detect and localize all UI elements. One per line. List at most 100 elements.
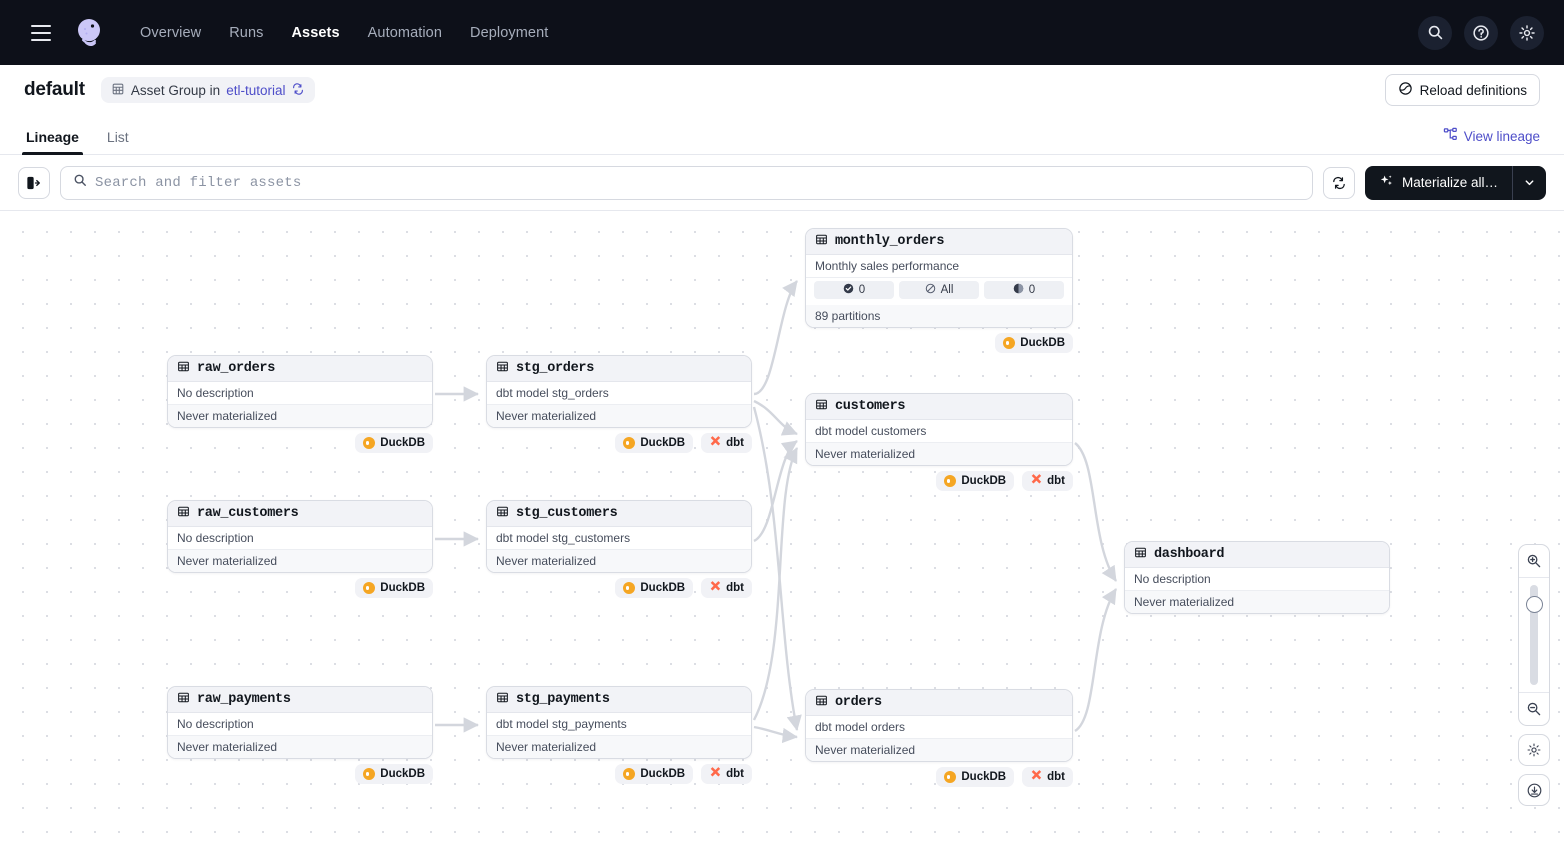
- zoom-controls: [1518, 544, 1550, 806]
- tag-duckdb[interactable]: DuckDB: [615, 578, 694, 598]
- asset-node-box[interactable]: raw_payments No description Never materi…: [167, 686, 433, 759]
- asset-group-badge[interactable]: Asset Group in etl-tutorial: [100, 77, 316, 103]
- tag-dbt-label: dbt: [1047, 771, 1065, 783]
- asset-node-box[interactable]: stg_orders dbt model stg_orders Never ma…: [486, 355, 752, 428]
- help-icon[interactable]: [1464, 15, 1498, 50]
- zoom-slider-handle[interactable]: [1525, 596, 1543, 613]
- tag-duckdb[interactable]: DuckDB: [936, 767, 1015, 787]
- refresh-icon[interactable]: [291, 82, 305, 99]
- zoom-out-icon[interactable]: [1519, 693, 1549, 725]
- nav-link-overview[interactable]: Overview: [140, 24, 202, 41]
- tag-duckdb-label: DuckDB: [640, 768, 686, 780]
- table-icon: [815, 233, 828, 251]
- asset-node-stg-orders[interactable]: stg_orders dbt model stg_orders Never ma…: [486, 355, 752, 453]
- lineage-graph-canvas[interactable]: monthly_orders Monthly sales performance…: [0, 211, 1564, 836]
- search-icon[interactable]: [1418, 15, 1452, 50]
- asset-node-customers[interactable]: customers dbt model customers Never mate…: [805, 393, 1073, 491]
- partition-failed[interactable]: 0: [984, 281, 1064, 299]
- tag-duckdb[interactable]: DuckDB: [355, 433, 433, 453]
- asset-node-monthly-orders[interactable]: monthly_orders Monthly sales performance…: [805, 228, 1073, 353]
- download-graph-icon[interactable]: [1518, 774, 1550, 806]
- asset-node-description: dbt model stg_customers: [487, 527, 751, 550]
- materialize-all-label: Materialize all…: [1401, 175, 1498, 190]
- materialize-all-label-wrap[interactable]: Materialize all…: [1365, 166, 1512, 200]
- tag-dbt[interactable]: dbt: [1022, 767, 1073, 787]
- reload-icon: [1398, 81, 1413, 99]
- dbt-icon: [709, 580, 721, 596]
- hamburger-icon[interactable]: [24, 16, 58, 50]
- asset-node-box[interactable]: raw_orders No description Never material…: [167, 355, 433, 428]
- asset-node-status: Never materialized: [487, 550, 751, 572]
- graph-settings-gear-icon[interactable]: [1518, 734, 1550, 766]
- tag-dbt[interactable]: dbt: [701, 433, 752, 453]
- table-icon: [496, 360, 509, 378]
- asset-node-tags: DuckDB: [167, 764, 433, 784]
- tag-duckdb[interactable]: DuckDB: [355, 764, 433, 784]
- nav-link-deployment[interactable]: Deployment: [470, 24, 549, 41]
- search-input[interactable]: [95, 174, 1300, 191]
- nav-link-runs[interactable]: Runs: [229, 24, 264, 41]
- asset-node-box[interactable]: orders dbt model orders Never materializ…: [805, 689, 1073, 762]
- asset-node-title: orders: [835, 695, 882, 710]
- asset-node-stg-payments[interactable]: stg_payments dbt model stg_payments Neve…: [486, 686, 752, 784]
- partition-missing[interactable]: All: [899, 281, 979, 299]
- asset-node-title: monthly_orders: [835, 234, 945, 249]
- asset-node-raw-payments[interactable]: raw_payments No description Never materi…: [167, 686, 433, 784]
- chevron-down-icon[interactable]: [1513, 166, 1546, 200]
- tag-dbt[interactable]: dbt: [701, 578, 752, 598]
- graph-toolbar: Materialize all…: [0, 155, 1564, 211]
- panel-toggle-icon[interactable]: [18, 166, 50, 199]
- asset-node-description: No description: [1125, 568, 1389, 591]
- dagster-logo[interactable]: [70, 14, 108, 52]
- asset-node-raw-orders[interactable]: raw_orders No description Never material…: [167, 355, 433, 453]
- tag-duckdb[interactable]: DuckDB: [995, 333, 1073, 353]
- duckdb-icon: [363, 582, 376, 594]
- partition-missing-value: All: [940, 284, 954, 296]
- zoom-in-icon[interactable]: [1519, 545, 1549, 577]
- view-lineage-link[interactable]: View lineage: [1443, 127, 1540, 154]
- dbt-icon: [709, 766, 721, 782]
- partition-materialized[interactable]: 0: [814, 281, 894, 299]
- search-icon: [73, 173, 87, 192]
- tab-list[interactable]: List: [106, 129, 129, 145]
- page-header: default Asset Group in etl-tutorial Relo…: [0, 65, 1564, 115]
- asset-node-raw-customers[interactable]: raw_customers No description Never mater…: [167, 500, 433, 598]
- tag-dbt[interactable]: dbt: [701, 764, 752, 784]
- zoom-slider-rail: [1530, 585, 1538, 685]
- nav-actions: [1418, 15, 1548, 50]
- asset-node-box[interactable]: stg_customers dbt model stg_customers Ne…: [486, 500, 752, 573]
- search-field-wrapper[interactable]: [60, 165, 1313, 200]
- dbt-icon: [1030, 473, 1042, 489]
- asset-group-badge-link[interactable]: etl-tutorial: [226, 82, 286, 98]
- gear-icon[interactable]: [1510, 15, 1544, 50]
- refresh-graph-button[interactable]: [1322, 166, 1355, 199]
- tag-duckdb[interactable]: DuckDB: [615, 764, 694, 784]
- asset-node-title: customers: [835, 399, 906, 414]
- partition-summary: 0 All 0: [806, 278, 1072, 305]
- tag-duckdb[interactable]: DuckDB: [615, 433, 694, 453]
- tag-duckdb[interactable]: DuckDB: [936, 471, 1015, 491]
- asset-node-dashboard[interactable]: dashboard No description Never materiali…: [1124, 541, 1390, 614]
- asset-node-box[interactable]: monthly_orders Monthly sales performance…: [805, 228, 1073, 328]
- reload-definitions-button[interactable]: Reload definitions: [1384, 74, 1540, 106]
- asset-node-box[interactable]: dashboard No description Never materiali…: [1124, 541, 1390, 614]
- asset-group-badge-prefix: Asset Group in: [130, 82, 221, 98]
- asset-node-box[interactable]: customers dbt model customers Never mate…: [805, 393, 1073, 466]
- table-icon: [496, 691, 509, 709]
- asset-node-stg-customers[interactable]: stg_customers dbt model stg_customers Ne…: [486, 500, 752, 598]
- asset-node-box[interactable]: raw_customers No description Never mater…: [167, 500, 433, 573]
- half-circle-icon: [1013, 283, 1024, 297]
- table-icon: [177, 691, 190, 709]
- tab-lineage[interactable]: Lineage: [22, 129, 83, 155]
- zoom-slider-track[interactable]: [1519, 577, 1549, 693]
- asset-node-orders[interactable]: orders dbt model orders Never materializ…: [805, 689, 1073, 787]
- tag-duckdb-label: DuckDB: [640, 437, 686, 449]
- materialize-all-button[interactable]: Materialize all…: [1364, 165, 1546, 200]
- tag-duckdb[interactable]: DuckDB: [355, 578, 433, 598]
- duckdb-icon: [623, 437, 636, 449]
- tag-dbt[interactable]: dbt: [1022, 471, 1073, 491]
- nav-link-assets[interactable]: Assets: [291, 24, 340, 41]
- asset-node-tags: DuckDB dbt: [486, 764, 752, 784]
- asset-node-box[interactable]: stg_payments dbt model stg_payments Neve…: [486, 686, 752, 759]
- nav-link-automation[interactable]: Automation: [367, 24, 443, 41]
